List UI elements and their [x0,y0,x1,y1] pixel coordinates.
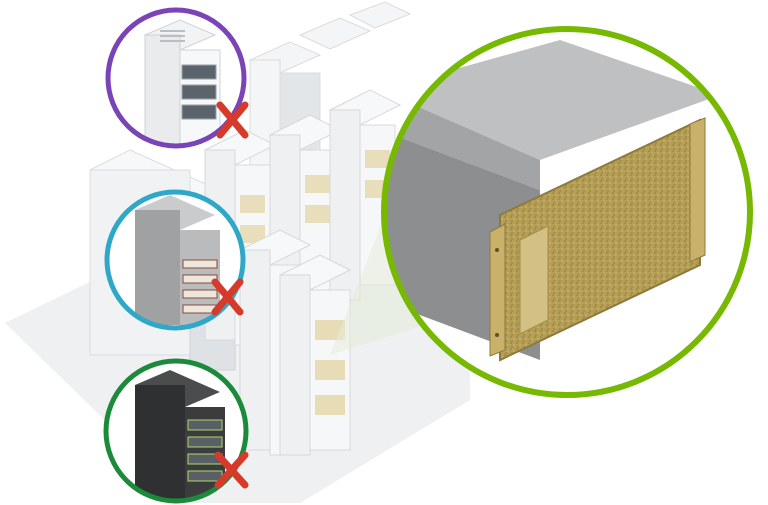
server-racks-front [238,229,352,456]
lime-ring [381,26,753,398]
reject-cross-icon [211,278,244,316]
white-server-rack-option [105,7,249,149]
blue-ring [104,189,246,331]
green-ring [103,358,249,504]
reject-cross-icon [216,101,249,139]
magnified-server-module [381,26,753,398]
reject-cross-icon [214,451,249,489]
gray-server-rack-option [104,189,246,331]
purple-ring [105,7,247,149]
black-server-rack-option [103,358,249,504]
